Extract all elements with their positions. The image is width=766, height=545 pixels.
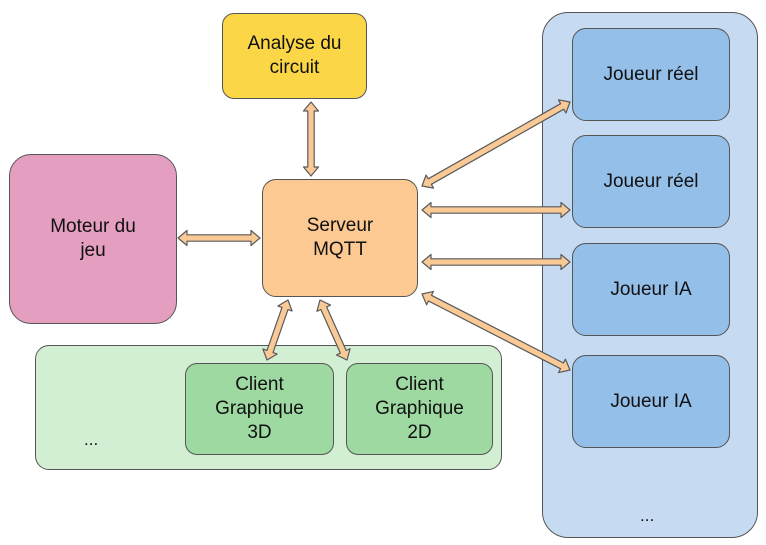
player-label: Joueur réel [603,63,699,85]
arrow-engine-server [177,229,261,247]
arrow-server-player-1 [421,99,571,189]
player-label: Joueur IA [610,390,692,412]
players-ellipsis: ... [640,506,655,525]
analysis-node: Analyse du circuit [222,13,367,99]
player-node: Joueur IA [572,243,730,336]
player-node: Joueur réel [572,135,730,228]
server-label: Serveur MQTT [306,215,374,260]
engine-node: Moteur du jeu [9,154,177,324]
arrow-server-player-2 [421,201,571,219]
client-2d-label: Client Graphique 2D [375,374,464,443]
client-3d-node: Client Graphique 3D [185,363,334,455]
arrow-server-player-3 [421,253,571,271]
engine-label: Moteur du jeu [50,216,136,261]
server-node: Serveur MQTT [262,179,418,297]
client-3d-label: Client Graphique 3D [215,374,304,443]
clients-ellipsis: ... [84,430,99,449]
player-node: Joueur réel [572,28,730,121]
player-node: Joueur IA [572,355,730,448]
arrow-server-client-3d [262,299,293,361]
player-label: Joueur réel [603,170,699,192]
arrow-server-client-2d [316,299,351,361]
player-label: Joueur IA [610,278,692,300]
arrow-server-player-4 [421,290,571,374]
arrow-server-analysis [302,101,320,177]
client-2d-node: Client Graphique 2D [346,363,493,455]
analysis-label: Analyse du circuit [247,33,342,78]
